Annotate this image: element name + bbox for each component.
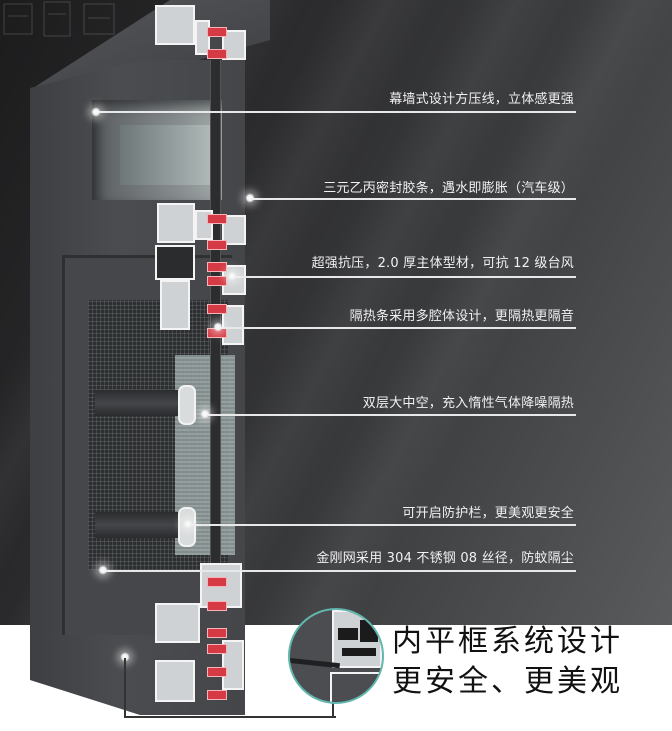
guard-bar-cap-icon	[178, 385, 196, 425]
thermal-break-strip	[207, 667, 227, 677]
bottom-profile-chamber	[155, 603, 200, 643]
top-profile-chamber	[155, 5, 195, 45]
callout-line	[96, 111, 576, 113]
thermal-break-strip	[207, 644, 227, 654]
thermal-break-strip	[207, 49, 227, 59]
callout-text: 幕墙式设计方压线，立体感更强	[389, 92, 574, 107]
thermal-break-strip	[207, 27, 227, 37]
callout-text: 三元乙丙密封胶条，遇水即膨胀（汽车级）	[323, 181, 574, 196]
slogan-line-1: 内平框系统设计	[392, 624, 623, 659]
center-mullion	[210, 60, 221, 580]
thermal-break-strip	[207, 601, 227, 611]
callout-line	[205, 414, 576, 416]
middle-profile-chamber	[157, 203, 195, 243]
callout-text: 隔热条采用多腔体设计，更隔热更隔音	[349, 309, 574, 324]
callout-text: 金刚网采用 304 不锈钢 08 丝径，防蚊隔尘	[316, 551, 574, 566]
middle-profile-chamber	[160, 280, 190, 330]
security-guard-bar	[95, 512, 190, 538]
top-window-glass	[120, 125, 215, 185]
bottom-profile-chamber	[222, 640, 244, 690]
top-profile-chamber	[195, 20, 210, 55]
callout-dot-icon	[91, 107, 101, 117]
lens-frame-bottom	[330, 672, 382, 702]
callout-dot-icon	[183, 519, 193, 529]
callout-line	[232, 276, 576, 278]
watermark-logo-icon	[3, 1, 115, 37]
callout-dot-icon	[200, 409, 210, 419]
callout-line	[250, 198, 576, 200]
lens-profile-cavity	[342, 648, 376, 656]
slogan: 内平框系统设计 更安全、更美观	[392, 622, 623, 702]
security-guard-bar	[95, 390, 190, 416]
middle-profile-chamber	[222, 305, 244, 345]
thermal-break-strip	[207, 276, 227, 286]
callout-dot-icon	[98, 565, 108, 575]
thermal-break-strip	[207, 577, 227, 587]
callout-dot-icon	[120, 652, 130, 662]
lens-profile-cavity	[360, 620, 378, 642]
lens-profile-section	[332, 610, 382, 668]
thermal-break-strip	[207, 304, 227, 314]
callout-line	[218, 327, 576, 329]
callout-text: 可开启防护栏，更美观更安全	[402, 506, 574, 521]
thermal-break-strip	[207, 628, 227, 638]
callout-line	[103, 570, 576, 572]
lens-profile-cavity	[338, 628, 358, 640]
detail-lens-icon	[288, 608, 384, 704]
thermal-break-strip	[207, 262, 227, 272]
callout-dot-icon	[213, 322, 223, 332]
callout-dot-icon	[245, 193, 255, 203]
callout-line	[188, 524, 576, 526]
slogan-line-2: 更安全、更美观	[392, 664, 623, 699]
thermal-break-strip	[207, 240, 227, 250]
thermal-break-strip	[207, 690, 227, 700]
callout-text: 双层大中空，充入惰性气体降噪隔热	[362, 396, 574, 411]
middle-profile-chamber	[155, 245, 195, 280]
callout-text: 超强抗压，2.0 厚主体型材，可抗 12 级台风	[311, 256, 574, 271]
thermal-break-strip	[207, 214, 227, 224]
connector-bracket-riser	[332, 698, 334, 716]
callout-dot-icon	[227, 271, 237, 281]
connector-bracket	[124, 658, 336, 718]
bottom-profile-chamber	[155, 660, 195, 702]
